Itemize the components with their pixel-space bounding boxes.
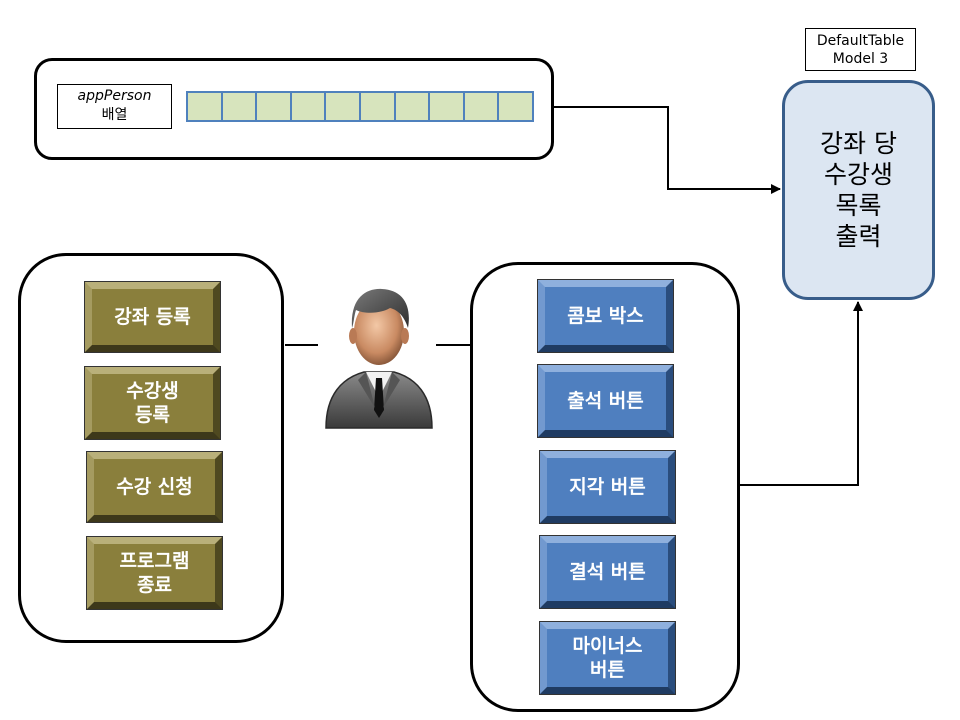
array-cell (291, 93, 327, 120)
register-student-label: 수강생 등록 (126, 380, 179, 426)
absent-label: 결석 버튼 (569, 561, 646, 583)
combo-box-button[interactable]: 콤보 박스 (537, 279, 674, 353)
combo-box-label: 콤보 박스 (567, 305, 644, 327)
array-cell (360, 93, 396, 120)
exit-program-button[interactable]: 프로그램 종료 (86, 536, 223, 610)
enroll-course-button[interactable]: 수강 신청 (86, 451, 223, 523)
array-cell (188, 93, 223, 120)
right-panel-to-output-arrow (740, 301, 863, 486)
model-label: DefaultTable Model 3 (805, 28, 916, 71)
array-cell (499, 93, 532, 120)
late-button[interactable]: 지각 버튼 (539, 450, 676, 524)
register-course-button[interactable]: 강좌 등록 (84, 281, 221, 353)
array-cell (222, 93, 258, 120)
register-course-label: 강좌 등록 (114, 306, 191, 328)
array-cell (395, 93, 431, 120)
array-cell (464, 93, 500, 120)
array-cell (326, 93, 361, 120)
minus-button[interactable]: 마이너스 버튼 (539, 621, 676, 695)
array-cells (186, 91, 534, 122)
enroll-course-label: 수강 신청 (116, 476, 193, 498)
array-label-type: 배열 (101, 107, 128, 123)
array-to-output-arrow (554, 106, 781, 194)
array-cell (430, 93, 465, 120)
array-label-name: appPerson (77, 88, 152, 104)
attendance-label: 출석 버튼 (567, 390, 644, 412)
absent-button[interactable]: 결석 버튼 (539, 535, 676, 609)
register-student-button[interactable]: 수강생 등록 (84, 366, 221, 440)
exit-program-label: 프로그램 종료 (119, 550, 190, 596)
minus-label: 마이너스 버튼 (572, 635, 643, 681)
array-label: appPerson 배열 (57, 84, 172, 129)
output-box: 강좌 당 수강생 목록 출력 (782, 80, 935, 300)
array-cell (257, 93, 292, 120)
user-icon (325, 288, 433, 429)
late-label: 지각 버튼 (569, 476, 646, 498)
attendance-button[interactable]: 출석 버튼 (537, 364, 674, 438)
